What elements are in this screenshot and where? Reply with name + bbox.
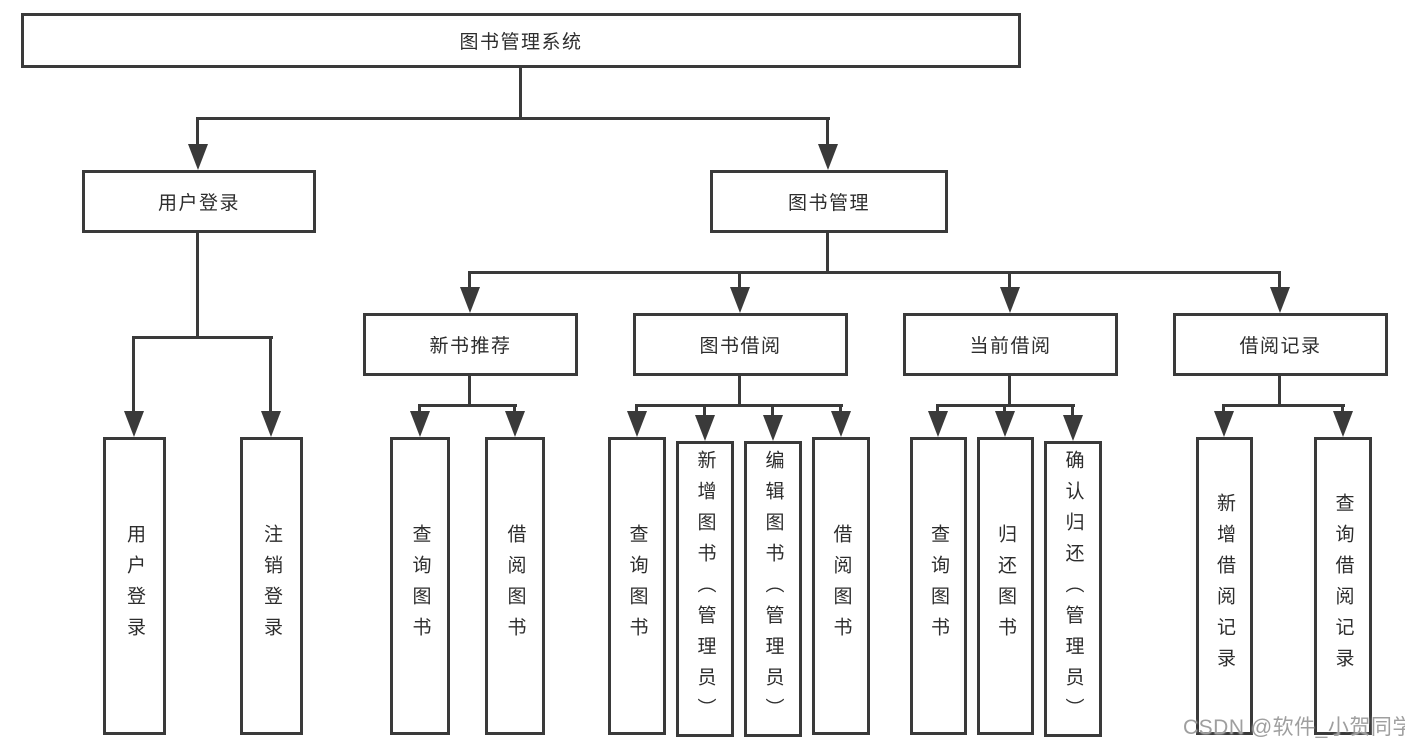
node-borrowing-records: 借阅记录 <box>1173 313 1388 376</box>
connector-stub <box>468 376 471 407</box>
leaf-label: 用户登录 <box>124 524 145 648</box>
arrowhead-down-icon <box>928 411 948 437</box>
connector-drop <box>771 404 774 416</box>
arrowhead-down-icon <box>1214 411 1234 437</box>
connector-drop <box>635 404 638 412</box>
arrowhead-down-icon <box>627 411 647 437</box>
arrowhead-down-icon <box>831 411 851 437</box>
leaf-label: 借阅图书 <box>830 524 852 648</box>
arrowhead-down-icon <box>818 144 838 170</box>
connector-drop <box>738 271 741 288</box>
connector-stub <box>1278 376 1281 407</box>
node-current-borrowing: 当前借阅 <box>903 313 1118 376</box>
connector-drop <box>826 117 829 145</box>
connector-drop <box>1222 404 1225 412</box>
connector-bus <box>418 404 517 407</box>
watermark: CSDN @软件_小贺同学 <box>1183 716 1405 739</box>
node-library-system: 图书管理系统 <box>21 13 1021 68</box>
arrowhead-down-icon <box>1270 287 1290 313</box>
arrowhead-down-icon <box>1333 411 1353 437</box>
leaf-label: 归还图书 <box>995 524 1016 648</box>
leaf-borrowing-add-books-admin: 新增图书（管理员） <box>676 441 734 737</box>
arrowhead-down-icon <box>763 415 783 441</box>
arrowhead-down-icon <box>261 411 281 437</box>
arrowhead-down-icon <box>188 144 208 170</box>
leaf-current-confirm-return-admin: 确认归还（管理员） <box>1044 441 1102 737</box>
leaf-records-add-record: 新增借阅记录 <box>1196 437 1253 735</box>
connector-drop <box>839 404 842 412</box>
arrowhead-down-icon <box>505 411 525 437</box>
node-book-borrowing: 图书借阅 <box>633 313 848 376</box>
leaf-label: 编辑图书（管理员） <box>762 449 784 729</box>
connector-drop <box>269 336 272 412</box>
leaf-label: 查询图书 <box>626 524 648 648</box>
leaf-label: 注销登录 <box>261 524 282 648</box>
leaf-label: 查询图书 <box>928 524 949 648</box>
leaf-label: 借阅图书 <box>504 524 526 648</box>
connector-drop <box>1071 404 1074 416</box>
connector-drop <box>1008 271 1011 288</box>
connector-stub <box>826 233 829 274</box>
leaf-current-return-books: 归还图书 <box>977 437 1034 735</box>
connector-drop <box>936 404 939 412</box>
leaf-label: 确认归还（管理员） <box>1062 449 1084 729</box>
arrowhead-down-icon <box>124 411 144 437</box>
connector-level2-bus <box>196 117 830 120</box>
leaf-records-query-record: 查询借阅记录 <box>1314 437 1372 735</box>
arrowhead-down-icon <box>695 415 715 441</box>
connector-drop <box>513 404 516 412</box>
arrowhead-down-icon <box>410 411 430 437</box>
leaf-borrowing-borrow-books: 借阅图书 <box>812 437 870 735</box>
leaf-current-query-books: 查询图书 <box>910 437 967 735</box>
leaf-label: 新增借阅记录 <box>1214 493 1235 679</box>
connector-stub <box>196 233 199 338</box>
node-user-login: 用户登录 <box>82 170 316 233</box>
node-book-management: 图书管理 <box>710 170 948 233</box>
leaf-recommend-query-books: 查询图书 <box>390 437 450 735</box>
connector-level3-bus <box>468 271 1281 274</box>
leaf-label: 查询借阅记录 <box>1332 493 1354 679</box>
connector-drop <box>196 117 199 145</box>
connector-bus <box>635 404 843 407</box>
arrowhead-down-icon <box>1063 415 1083 441</box>
connector-root-stub <box>519 68 522 118</box>
connector-bus <box>1222 404 1345 407</box>
leaf-label: 查询图书 <box>409 524 431 648</box>
leaf-borrowing-edit-books-admin: 编辑图书（管理员） <box>744 441 802 737</box>
leaf-user-login: 用户登录 <box>103 437 166 735</box>
connector-bus <box>132 336 273 339</box>
connector-stub <box>738 376 741 407</box>
connector-drop <box>468 271 471 288</box>
arrowhead-down-icon <box>730 287 750 313</box>
arrowhead-down-icon <box>460 287 480 313</box>
leaf-recommend-borrow-books: 借阅图书 <box>485 437 545 735</box>
node-new-book-recommend: 新书推荐 <box>363 313 578 376</box>
connector-drop <box>703 404 706 416</box>
connector-drop <box>132 336 135 412</box>
connector-drop <box>1003 404 1006 412</box>
leaf-label: 新增图书（管理员） <box>694 449 716 729</box>
arrowhead-down-icon <box>1000 287 1020 313</box>
connector-stub <box>1008 376 1011 407</box>
connector-drop <box>1278 271 1281 288</box>
arrowhead-down-icon <box>995 411 1015 437</box>
connector-drop <box>1341 404 1344 412</box>
connector-drop <box>418 404 421 412</box>
leaf-logout: 注销登录 <box>240 437 303 735</box>
leaf-borrowing-query-books: 查询图书 <box>608 437 666 735</box>
